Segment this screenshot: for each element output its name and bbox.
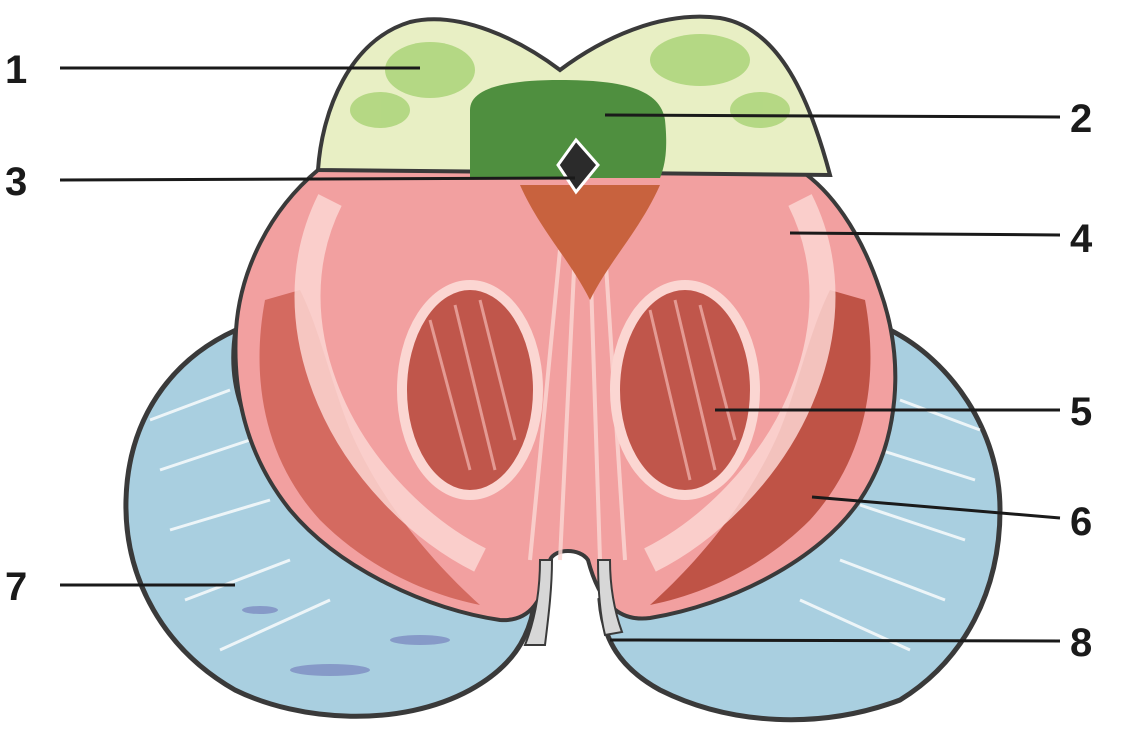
callout-label-6: 6 bbox=[1070, 500, 1092, 544]
leader-line-4 bbox=[790, 233, 1060, 235]
leader-line-8 bbox=[610, 640, 1060, 641]
callout-label-5: 5 bbox=[1070, 390, 1092, 434]
callout-label-7: 7 bbox=[5, 565, 27, 609]
callout-label-1: 1 bbox=[5, 48, 27, 92]
callout-label-4: 4 bbox=[1070, 217, 1093, 261]
callout-label-2: 2 bbox=[1070, 97, 1092, 141]
leader-line-3 bbox=[60, 178, 575, 180]
leader-line-2 bbox=[605, 115, 1060, 117]
callout-label-3: 3 bbox=[5, 160, 27, 204]
callout-label-8: 8 bbox=[1070, 621, 1092, 665]
left-red-nucleus bbox=[402, 285, 538, 495]
